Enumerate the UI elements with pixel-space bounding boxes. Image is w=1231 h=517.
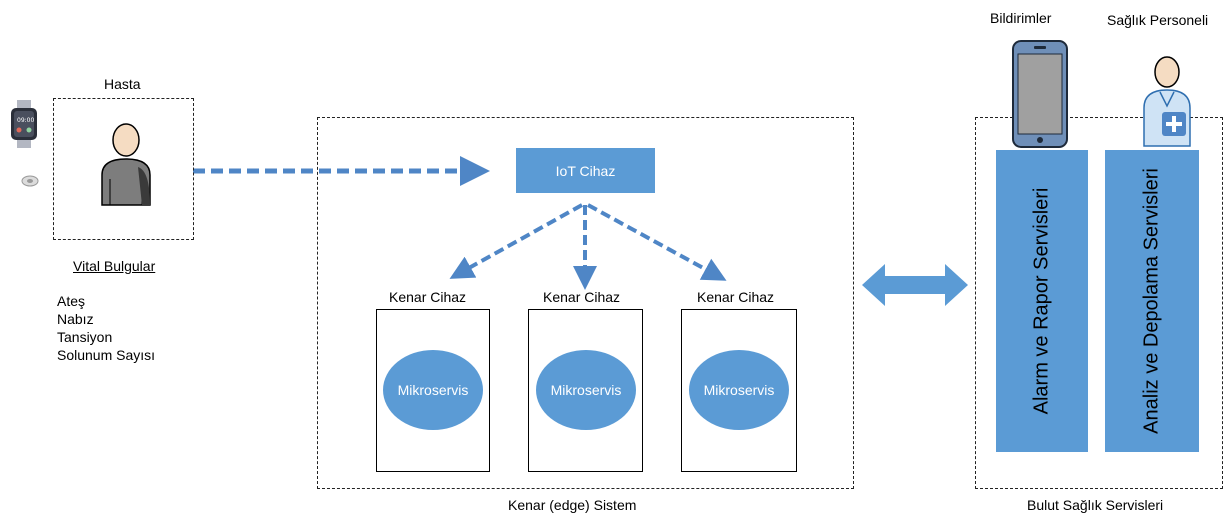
smartphone-icon xyxy=(1012,40,1068,148)
edge-device-2: Mikroservis xyxy=(528,309,643,472)
microservice-3: Mikroservis xyxy=(689,350,789,430)
edge-device-title-1: Kenar Cihaz xyxy=(389,289,467,305)
person-icon xyxy=(101,123,151,206)
vitals-heading: Vital Bulgular xyxy=(73,258,156,274)
svg-text:09:00: 09:00 xyxy=(17,117,34,124)
smartwatch-icon: 09:00 xyxy=(11,100,37,148)
edge-device-3: Mikroservis xyxy=(681,309,797,472)
vital-respiration: Solunum Sayısı xyxy=(57,347,156,363)
bidirectional-arrow xyxy=(862,264,968,306)
edge-device-title-3: Kenar Cihaz xyxy=(697,289,775,305)
microservice-2: Mikroservis xyxy=(536,350,636,430)
edge-system-label: Kenar (edge) Sistem xyxy=(508,497,637,513)
iot-to-device3-arrow xyxy=(587,203,727,281)
microservice-1: Mikroservis xyxy=(383,350,483,430)
health-staff-label: Sağlık Personeli xyxy=(1107,12,1209,28)
alarm-report-services-label: Alarm ve Rapor Servisleri xyxy=(1030,187,1053,415)
iot-to-device1-arrow xyxy=(449,203,583,279)
iot-device-box: IoT Cihaz xyxy=(516,148,655,193)
edge-device-1: Mikroservis xyxy=(376,309,490,472)
edge-device-title-2: Kenar Cihaz xyxy=(543,289,621,305)
patient-title: Hasta xyxy=(104,76,141,92)
vital-pulse: Nabız xyxy=(57,311,94,327)
cloud-services-box xyxy=(975,117,1223,489)
vital-temperature: Ateş xyxy=(57,293,86,309)
analysis-storage-services-label: Analiz ve Depolama Servisleri xyxy=(1140,168,1163,434)
patient-box xyxy=(53,98,194,240)
analysis-storage-services: Analiz ve Depolama Servisleri xyxy=(1105,150,1199,452)
notifications-label: Bildirimler xyxy=(990,10,1052,26)
health-worker-icon xyxy=(1143,56,1191,147)
alarm-report-services: Alarm ve Rapor Servisleri xyxy=(996,150,1088,452)
sensor-icon xyxy=(21,175,39,187)
edge-system-box xyxy=(317,117,854,489)
vital-blood-pressure: Tansiyon xyxy=(57,329,113,345)
cloud-services-label: Bulut Sağlık Servisleri xyxy=(1027,497,1164,513)
